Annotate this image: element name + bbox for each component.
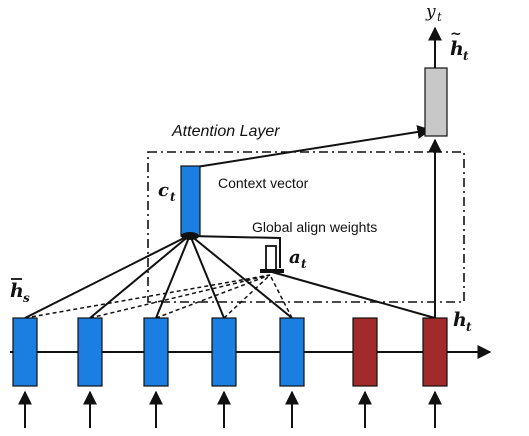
htilde-symbol: ~ h t bbox=[450, 26, 469, 63]
align-connections bbox=[24, 274, 293, 319]
encoder-cell-4 bbox=[211, 317, 237, 387]
align-weights-bar bbox=[260, 245, 284, 273]
encoder-cell-2 bbox=[77, 317, 103, 387]
svg-text:y: y bbox=[425, 2, 436, 22]
svg-text:t: t bbox=[170, 190, 176, 204]
encoder-cell-1 bbox=[12, 317, 38, 387]
attentional-hidden-cell bbox=[424, 67, 448, 137]
ct-symbol: c t bbox=[158, 180, 176, 204]
context-vector-label: Context vector bbox=[218, 175, 309, 191]
svg-text:~: ~ bbox=[450, 26, 462, 42]
ht-to-align-line bbox=[271, 271, 436, 319]
context-vector-node bbox=[181, 232, 199, 240]
at-symbol: a t bbox=[289, 247, 307, 271]
decoder-cell-2 bbox=[422, 317, 448, 387]
svg-text:t: t bbox=[463, 49, 469, 63]
input-arrows bbox=[18, 390, 442, 428]
hs-symbol: h s bbox=[10, 278, 30, 305]
svg-text:h: h bbox=[453, 309, 467, 331]
context-connections bbox=[24, 234, 293, 319]
ht-symbol: h t bbox=[453, 309, 472, 334]
context-vector-cell bbox=[180, 165, 201, 237]
encoder-cells bbox=[12, 317, 305, 387]
attention-layer-box bbox=[147, 151, 465, 303]
svg-text:h: h bbox=[10, 280, 24, 302]
svg-text:h: h bbox=[450, 38, 464, 60]
svg-text:t: t bbox=[301, 257, 307, 271]
svg-text:t: t bbox=[466, 320, 472, 334]
context-to-htilde-arrow bbox=[189, 125, 432, 169]
svg-text:a: a bbox=[289, 247, 301, 268]
align-weights-label: Global align weights bbox=[252, 219, 377, 235]
decoder-cells bbox=[352, 317, 448, 387]
encoder-cell-5 bbox=[279, 317, 305, 387]
yt-symbol: y t bbox=[425, 2, 442, 24]
svg-text:t: t bbox=[437, 10, 442, 24]
decoder-cell-1 bbox=[352, 317, 378, 387]
attention-layer-title: Attention Layer bbox=[171, 123, 280, 140]
encoder-cell-3 bbox=[143, 317, 169, 387]
svg-text:c: c bbox=[158, 180, 169, 201]
svg-text:s: s bbox=[23, 291, 30, 305]
align-to-context-line bbox=[189, 235, 281, 268]
